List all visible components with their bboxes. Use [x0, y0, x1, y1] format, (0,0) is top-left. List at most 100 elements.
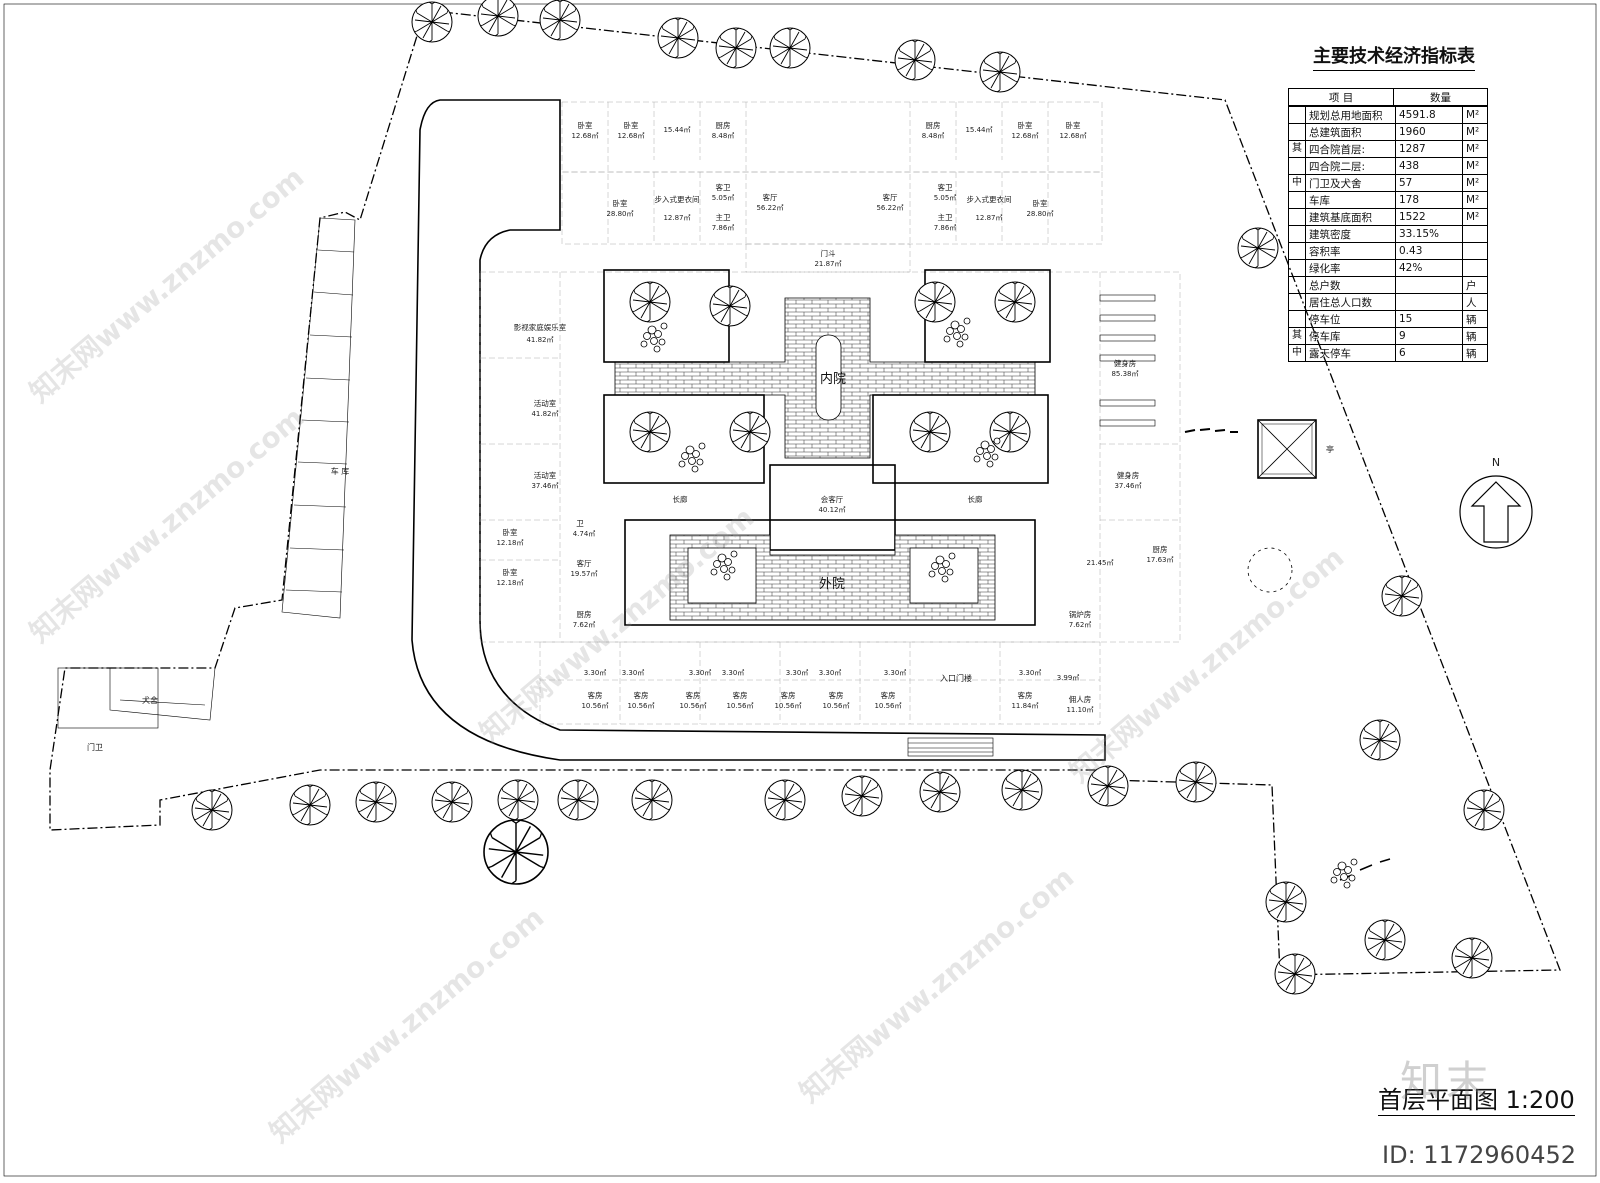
room-area: 10.56㎡ [581, 702, 608, 710]
table-group-cell [1288, 293, 1306, 311]
room-label: 厨房 [716, 120, 731, 130]
table-value-cell: 1287 [1395, 140, 1463, 158]
room-label: 客卫 [716, 182, 731, 192]
room-label: 步入式更衣间 [655, 194, 700, 204]
room-label: 客房 [881, 690, 896, 700]
outer-yard [624, 519, 1036, 626]
entrance-label: 入口门楼 [940, 673, 972, 683]
room-label: 客厅 [577, 558, 592, 568]
bath-area: 3.30㎡ [1019, 669, 1042, 677]
room-label: 卧室 [624, 120, 639, 130]
room-label: 主卫 [716, 212, 731, 222]
table-unit-cell: M² [1462, 123, 1488, 141]
table-group-cell [1288, 191, 1306, 209]
room-area: 10.56㎡ [679, 702, 706, 710]
north-arrow [1459, 475, 1533, 549]
table-header-item: 项 目 [1287, 88, 1395, 106]
north-label: N [1492, 456, 1500, 469]
rooms-left: 影视家庭娱乐室 41.82㎡ 活动室 41.82㎡ 活动室 37.46㎡ 卧室 … [496, 322, 597, 629]
drawing-frame [3, 3, 1597, 1177]
room-area: 85.38㎡ [1111, 370, 1138, 378]
room-label: 厨房 [1153, 544, 1168, 554]
room-area: 11.84㎡ [1011, 702, 1038, 710]
room-area: 10.56㎡ [726, 702, 753, 710]
drawing-title: 首层平面图 1:200 [1378, 1080, 1575, 1116]
table-item-cell: 容积率 [1305, 242, 1396, 260]
table-value-cell: 57 [1395, 174, 1463, 192]
table-title: 主要技术经济指标表 [1313, 42, 1475, 71]
reception-label: 会客厅 [821, 494, 844, 504]
table-unit-cell: 辆 [1462, 310, 1488, 328]
room-area: 8.48㎡ [922, 132, 945, 140]
room-label: 厨房 [577, 609, 592, 619]
room-area: 12.68㎡ [1059, 132, 1086, 140]
inner-yard-label: 内院 [820, 371, 846, 387]
gatehouse [57, 667, 216, 729]
table-item-cell: 四合院二层: [1305, 157, 1396, 175]
table-item-cell: 露天停车 [1305, 344, 1396, 362]
room-area: 10.56㎡ [774, 702, 801, 710]
kennel-label: 犬舍 [142, 695, 158, 705]
room-area: 28.80㎡ [606, 210, 633, 218]
room-area: 28.80㎡ [1026, 210, 1053, 218]
room-area: 10.56㎡ [822, 702, 849, 710]
table-value-cell: 1960 [1395, 123, 1463, 141]
table-value-cell [1395, 276, 1463, 294]
table-group-cell [1288, 276, 1306, 294]
bath-area: 3.30㎡ [786, 669, 809, 677]
table-value-cell: 6 [1395, 344, 1463, 362]
table-unit-cell [1462, 225, 1488, 243]
table-unit-cell: M² [1462, 157, 1488, 175]
bath-area: 3.30㎡ [622, 669, 645, 677]
table-group-cell: 中 [1288, 344, 1306, 362]
table-value-cell: 4591.8 [1395, 106, 1463, 124]
room-label: 步入式更衣间 [967, 194, 1012, 204]
room-area: 15.44㎡ [965, 126, 992, 134]
table-item-cell: 停车位 [1305, 310, 1396, 328]
table-unit-cell: M² [1462, 208, 1488, 226]
room-area: 12.18㎡ [496, 579, 523, 587]
main-building [479, 101, 1181, 725]
room-area: 4.74㎡ [573, 530, 596, 538]
watermark-id: ID: 1172960452 [1382, 1141, 1576, 1169]
room-label: 卫 [576, 519, 584, 528]
room-label: 卧室 [1033, 198, 1049, 208]
table-value-cell: 42% [1395, 259, 1463, 277]
room-area: 12.68㎡ [1011, 132, 1038, 140]
room-label: 活动室 [534, 470, 557, 480]
table-value-cell: 1522 [1395, 208, 1463, 226]
room-area: 21.45㎡ [1086, 559, 1113, 567]
table-item-cell: 车库 [1305, 191, 1396, 209]
corridor-right-label: 长廊 [968, 494, 983, 504]
table-group-cell: 中 [1288, 174, 1306, 192]
room-label: 厨房 [926, 120, 941, 130]
table-group-cell [1288, 242, 1306, 260]
table-value-cell [1395, 293, 1463, 311]
table-value-cell: 9 [1395, 327, 1463, 345]
table-group-cell [1288, 106, 1306, 124]
table-unit-cell: M² [1462, 174, 1488, 192]
room-area: 12.18㎡ [496, 539, 523, 547]
table-group-cell [1288, 157, 1306, 175]
gym-equipment [1099, 294, 1156, 427]
room-label: 卧室 [1066, 120, 1082, 130]
table-value-cell: 15 [1395, 310, 1463, 328]
table-item-cell: 绿化率 [1305, 259, 1396, 277]
table-value-cell: 33.15% [1395, 225, 1463, 243]
room-label: 客房 [829, 690, 844, 700]
room-label: 主卫 [938, 212, 953, 222]
room-label: 卧室 [613, 198, 628, 208]
gatehouse-label: 门卫 [87, 742, 103, 752]
table-item-cell: 总建筑面积 [1305, 123, 1396, 141]
room-label: 客厅 [883, 192, 898, 202]
table-unit-cell [1462, 242, 1488, 260]
table-group-cell: 其 [1288, 140, 1306, 158]
room-label: 锅炉房 [1069, 609, 1092, 619]
room-area: 7.62㎡ [573, 621, 596, 629]
garage [281, 217, 356, 619]
rooms-bottom: 3.30㎡ 3.30㎡ 3.30㎡ 3.30㎡ 3.30㎡ 3.30㎡ 3.30… [581, 669, 1093, 714]
